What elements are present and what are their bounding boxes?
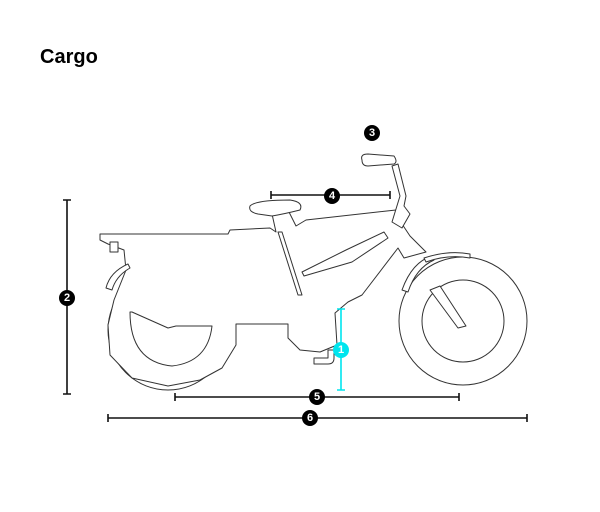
front-fender-top <box>423 252 471 263</box>
marker-5: 5 <box>309 389 325 405</box>
svg-text:1: 1 <box>338 344 344 356</box>
marker-6: 6 <box>302 410 318 426</box>
svg-text:5: 5 <box>314 391 320 403</box>
stem <box>391 163 411 229</box>
marker-4: 4 <box>324 188 340 204</box>
seat-tube <box>277 231 303 296</box>
handlebar <box>361 153 397 167</box>
page-title: Cargo <box>40 46 98 68</box>
svg-text:4: 4 <box>329 190 336 202</box>
saddle <box>249 199 302 217</box>
top-tube <box>301 231 389 277</box>
rack-post <box>109 241 119 253</box>
svg-text:2: 2 <box>64 292 70 304</box>
marker-2: 2 <box>59 290 75 306</box>
svg-text:3: 3 <box>369 127 375 139</box>
fork <box>429 285 467 329</box>
rear-fender <box>105 263 131 291</box>
bike-outline <box>99 153 528 391</box>
pedal <box>313 349 335 365</box>
marker-1: 1 <box>333 342 349 358</box>
svg-text:6: 6 <box>307 412 313 424</box>
rear-wheel-cutout <box>129 311 213 367</box>
marker-3: 3 <box>364 125 380 141</box>
